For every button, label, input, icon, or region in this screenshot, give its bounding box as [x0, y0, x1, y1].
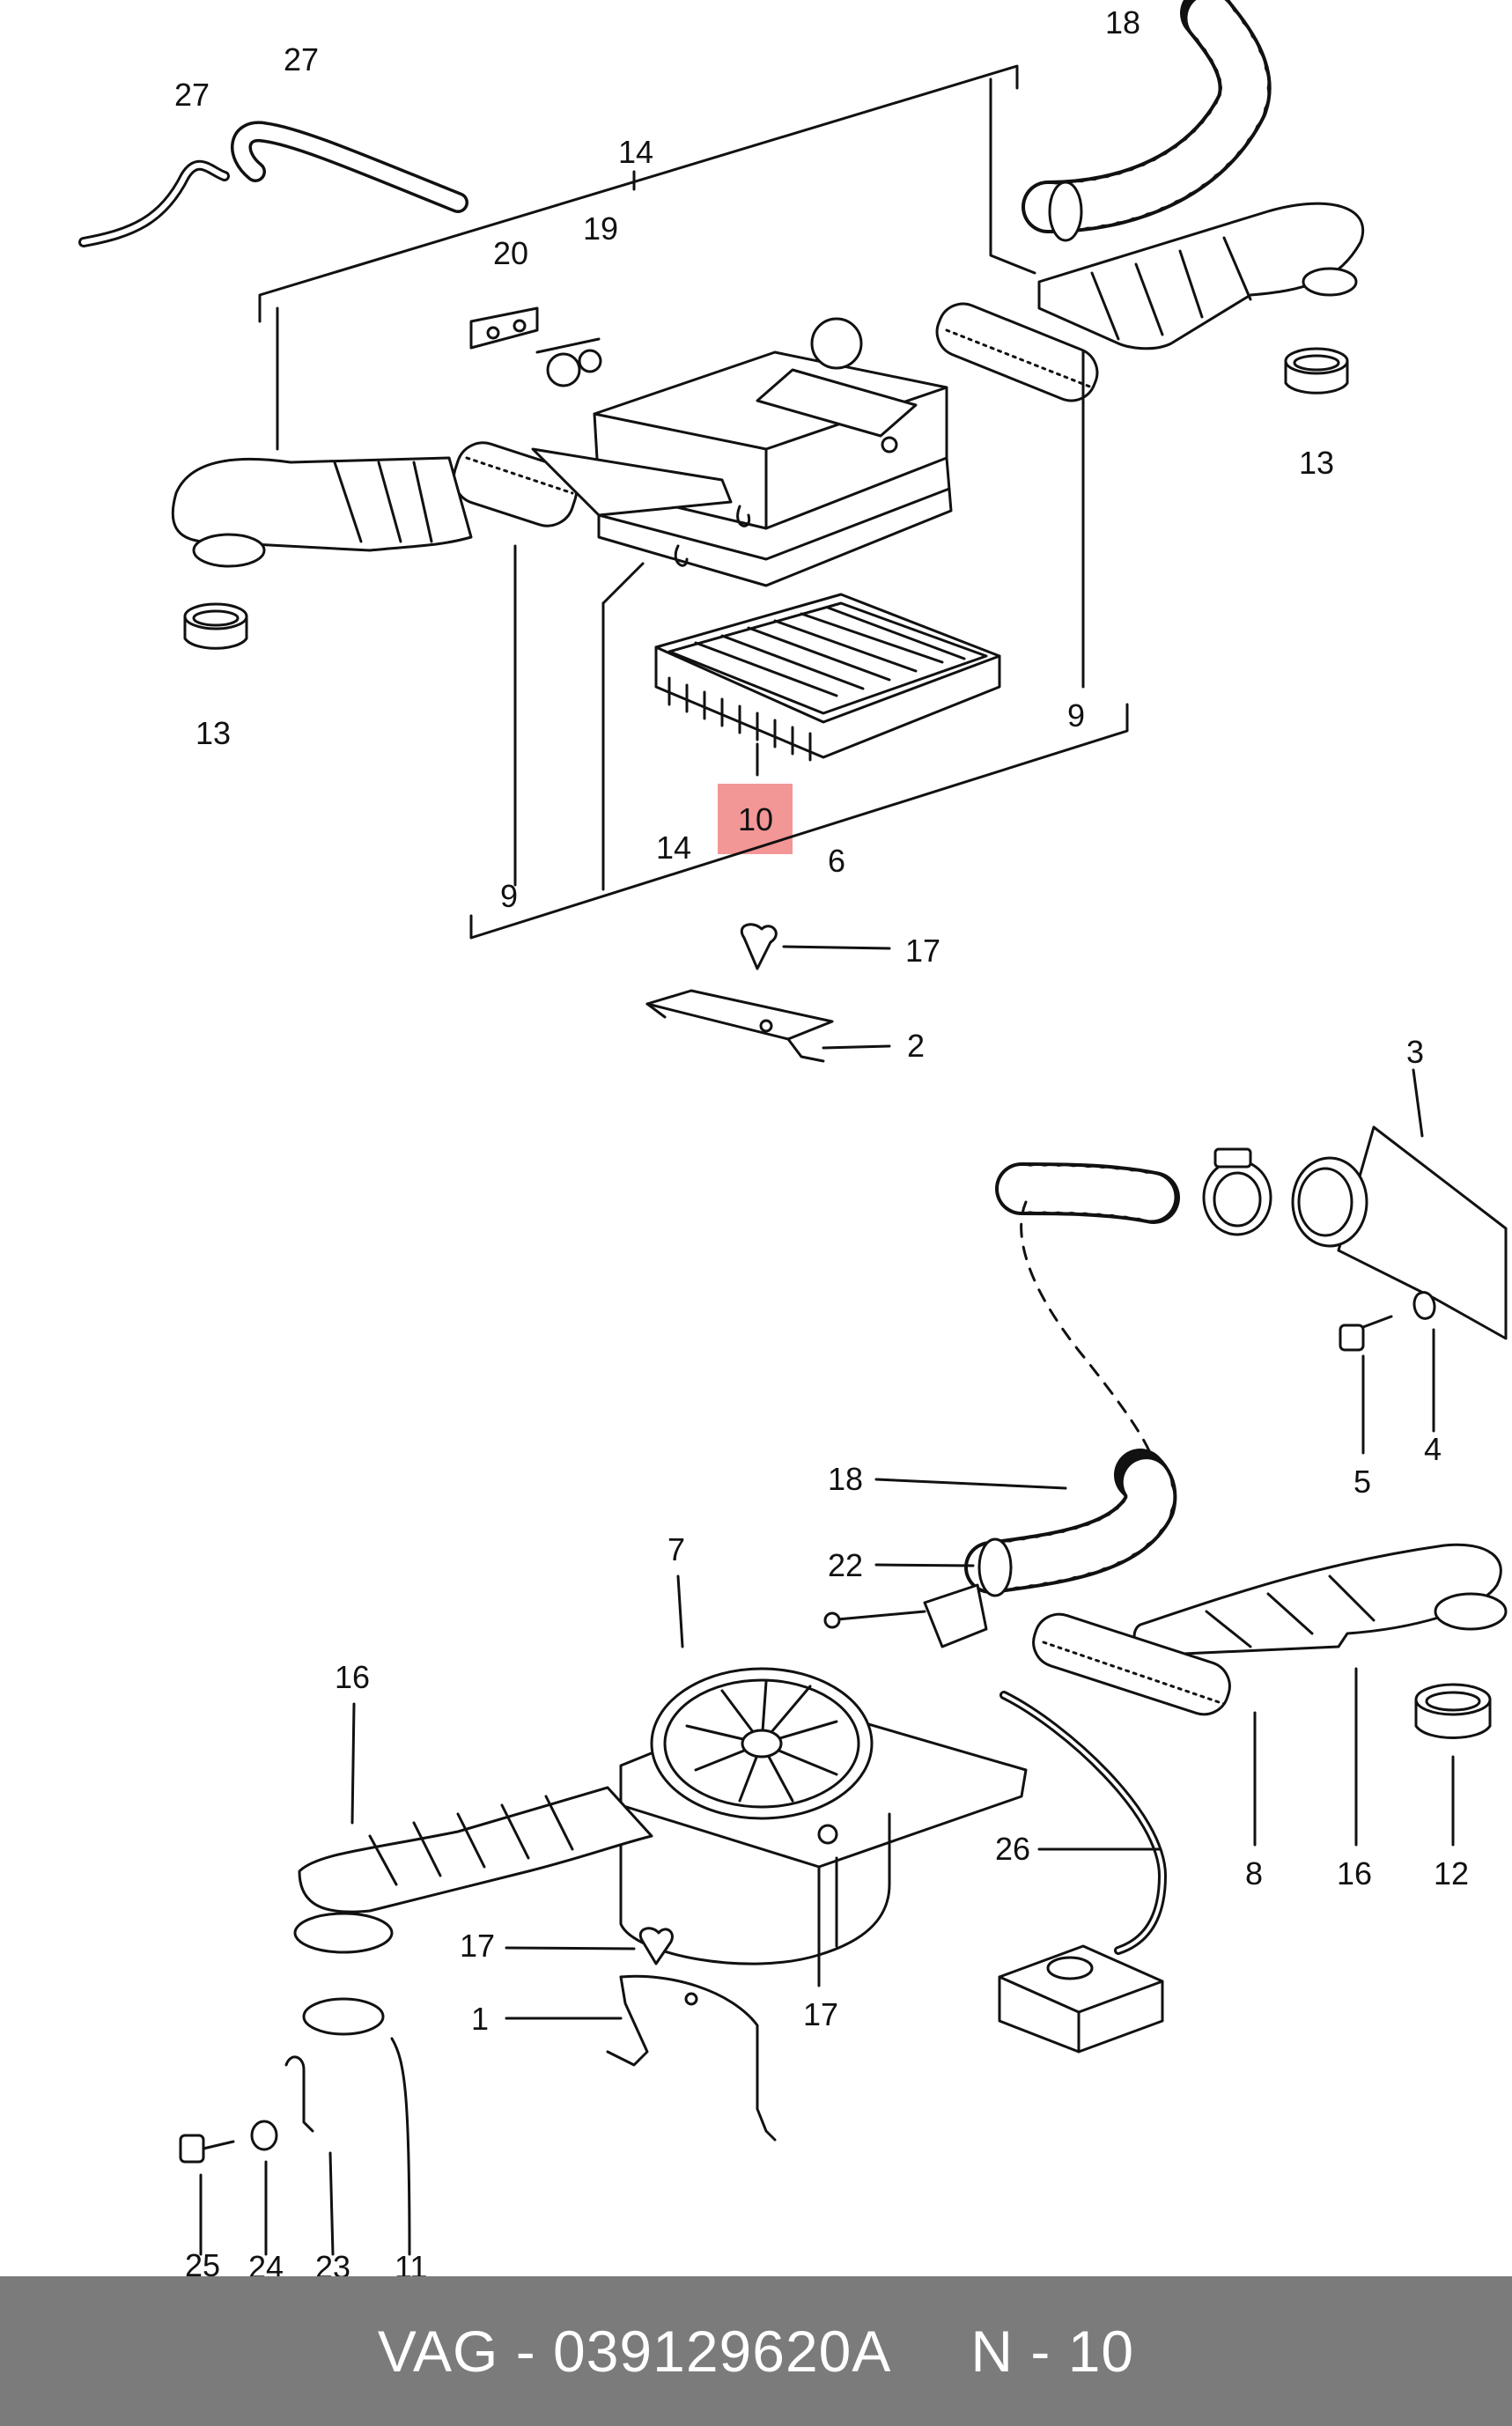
label-17-middle: 17 — [460, 1928, 495, 1964]
part-labels: 27 27 14 18 20 19 13 13 9 9 10 14 6 17 2… — [174, 4, 1469, 2276]
bracket-14-bottom — [469, 703, 1129, 940]
exploded-parts-diagram: 27 27 14 18 20 19 13 13 9 9 10 14 6 17 2… — [78, 0, 1508, 2276]
label-7: 7 — [667, 1531, 685, 1567]
label-23: 23 — [315, 2249, 350, 2276]
part-number: VAG - 039129620A — [377, 2319, 892, 2384]
label-11: 11 — [395, 2249, 427, 2276]
label-26: 26 — [995, 1831, 1030, 1867]
washer-24 — [250, 2120, 278, 2151]
label-14-bottom: 14 — [656, 830, 691, 866]
connector-sleeve-9-left — [452, 441, 579, 527]
ring-12 — [1414, 1683, 1492, 1739]
label-24: 24 — [248, 2249, 284, 2276]
thermostat-actuator — [823, 1583, 988, 1648]
label-17-top: 17 — [905, 933, 940, 969]
inlet-duct-14 — [531, 447, 733, 517]
label-10: 10 — [738, 801, 773, 837]
label-12: 12 — [1434, 1855, 1469, 1891]
connector-sleeve-9-right — [935, 302, 1099, 402]
air-cleaner-housing — [593, 317, 953, 587]
ring-13-left — [183, 602, 248, 650]
label-9-right: 9 — [1067, 697, 1085, 734]
label-27-left: 27 — [174, 77, 210, 113]
dashed-hose-path — [1020, 1200, 1156, 1481]
corrugated-hose-18-top — [1022, 0, 1272, 242]
label-27-right: 27 — [284, 41, 319, 77]
hose-26 — [999, 1691, 1167, 1955]
intake-duct-right-top — [1037, 202, 1364, 350]
label-3: 3 — [1406, 1034, 1424, 1070]
blower-housing-7 — [619, 1667, 1028, 1965]
label-6: 6 — [828, 843, 845, 879]
air-filter-element-10 — [654, 593, 1001, 762]
intake-duct-left-top — [171, 456, 473, 568]
bracket-23 — [284, 2055, 314, 2133]
clip-17-lower — [638, 1927, 674, 1965]
label-18-lower: 18 — [828, 1461, 863, 1497]
intake-duct-left-lower — [293, 1786, 653, 1954]
label-2: 2 — [907, 1028, 925, 1064]
label-16-right: 16 — [1337, 1855, 1372, 1891]
intake-elbow-3 — [1291, 1125, 1508, 1340]
gasket-11 — [302, 1997, 385, 2036]
mount-bracket-2 — [645, 989, 834, 1063]
connector-sleeve-8 — [1032, 1612, 1231, 1716]
highlight-part-10 — [718, 784, 793, 854]
mount-bracket-1 — [606, 1974, 777, 2142]
bolt-5 — [1339, 1315, 1393, 1352]
label-16-left: 16 — [335, 1659, 370, 1695]
label-22: 22 — [828, 1547, 863, 1583]
label-18-top: 18 — [1105, 4, 1140, 41]
hose-27-left — [78, 159, 230, 247]
label-17-lower: 17 — [803, 1996, 838, 2032]
label-1: 1 — [471, 2001, 489, 2037]
fastener-19 — [535, 337, 602, 387]
label-19: 19 — [583, 210, 618, 247]
washer-4 — [1412, 1291, 1436, 1320]
reservoir — [998, 1944, 1164, 2054]
corrugated-hose-18-lower — [964, 1449, 1177, 1597]
footer-bar: VAG - 039129620A N - 10 — [0, 2276, 1512, 2426]
clip-17-top — [741, 923, 778, 970]
ring-13-right — [1284, 347, 1349, 395]
bracket-14-top — [258, 64, 1019, 323]
page-reference: N - 10 — [970, 2319, 1135, 2384]
corrugated-hose-upper — [995, 1162, 1180, 1224]
hose-clamp — [1202, 1147, 1272, 1236]
label-14-top: 14 — [618, 134, 653, 170]
label-13-left: 13 — [195, 715, 231, 751]
label-5: 5 — [1353, 1464, 1371, 1500]
bracket-20 — [469, 306, 539, 350]
label-9-left: 9 — [500, 878, 518, 914]
label-4: 4 — [1424, 1431, 1442, 1467]
intake-duct-right-lower — [1132, 1543, 1508, 1657]
label-13-right: 13 — [1299, 445, 1334, 481]
bolt-25 — [179, 2134, 235, 2164]
label-25: 25 — [185, 2247, 220, 2276]
label-8: 8 — [1245, 1855, 1263, 1891]
label-20: 20 — [493, 235, 528, 271]
